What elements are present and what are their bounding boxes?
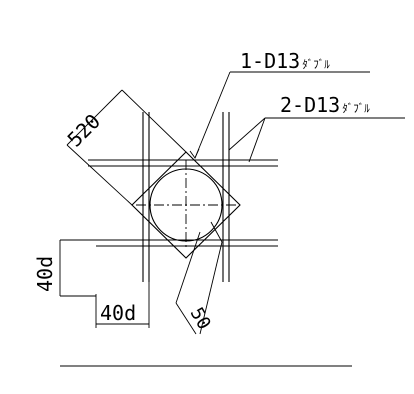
dim-50-arrow-a [210, 221, 223, 243]
dim-50-leader-b [199, 241, 223, 335]
vertical-rebars [142, 112, 230, 282]
dim-520-text: 520 [63, 109, 106, 152]
dim-50-leader-a [175, 231, 201, 304]
dim-520-ext-left [66, 144, 133, 206]
dim-50-base [175, 302, 197, 335]
dim-520-ext-right [121, 89, 187, 153]
horizontal-rebars [88, 159, 278, 247]
dim-h-text: 40d [100, 301, 136, 325]
leader-1-arrowhead [189, 148, 200, 159]
dim-50-text: 50 [186, 304, 215, 333]
leader-2-arrow-b [248, 117, 266, 163]
leader-2-arrow-a [228, 117, 266, 151]
dim-v-text: 40d [33, 256, 57, 292]
leader-1-arrow-line [194, 71, 231, 159]
dimension-40d-horizontal: 40d [95, 282, 150, 328]
dimension-520: 520 [63, 89, 187, 206]
dim-520-line [66, 89, 123, 146]
dimension-40d-vertical: 40d [33, 239, 100, 297]
diagonal-reinforcement-square [131, 151, 241, 259]
